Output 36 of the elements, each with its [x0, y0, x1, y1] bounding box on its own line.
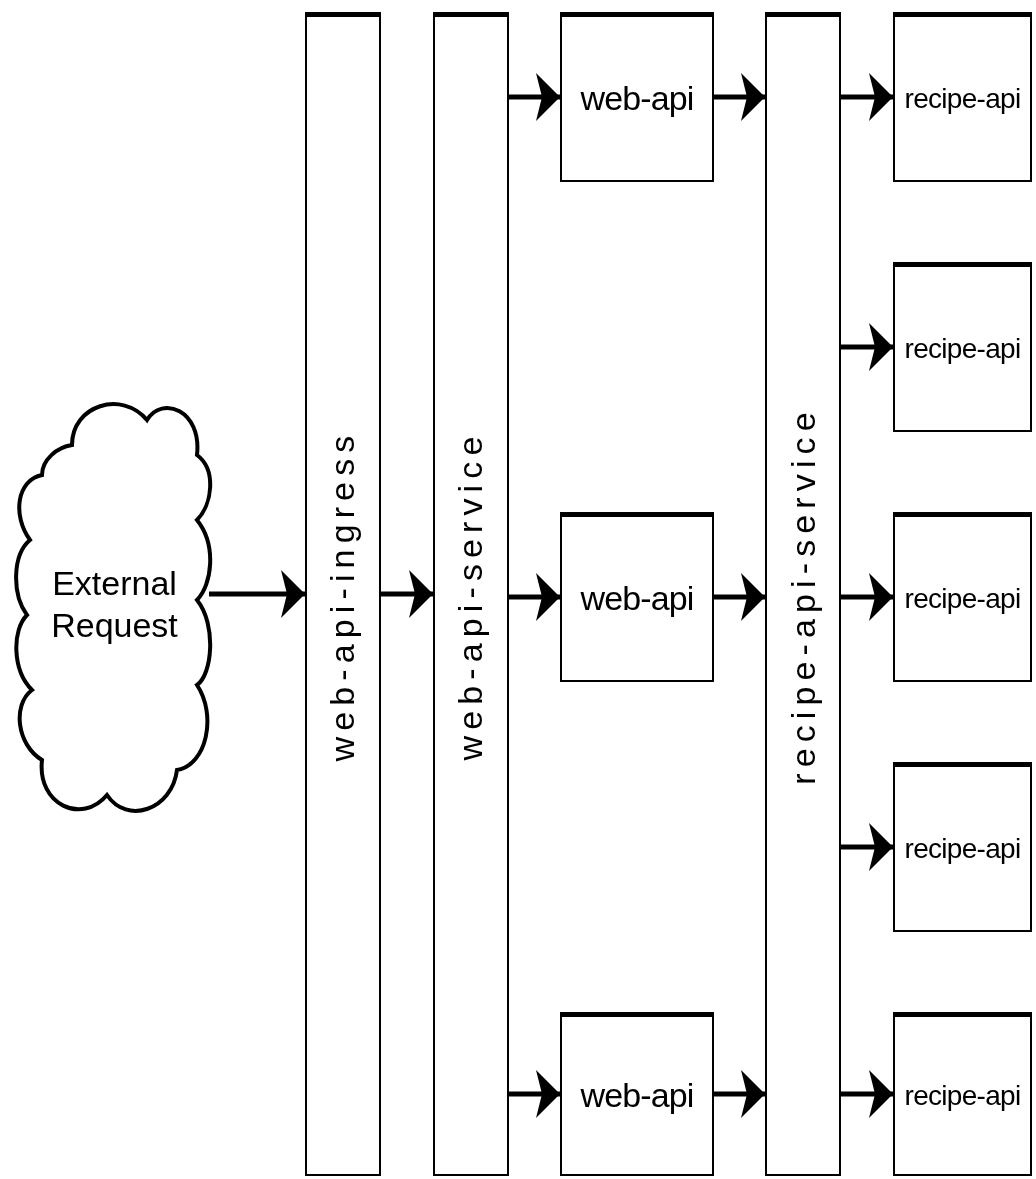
pod-box	[560, 12, 714, 182]
arrow	[841, 573, 893, 621]
node-label: web-api	[580, 1075, 694, 1116]
arrow	[841, 73, 893, 121]
node-label: recipe-api	[904, 831, 1021, 866]
node-label: web-api	[580, 78, 694, 119]
arrow	[841, 323, 893, 371]
node-label: recipe-api	[904, 1078, 1021, 1113]
node-label: web-api-service	[450, 430, 491, 761]
pod-box	[560, 512, 714, 682]
pod-box	[893, 1012, 1032, 1176]
service-bar	[305, 12, 381, 1176]
arrow	[509, 73, 560, 121]
node-label: recipe-api	[904, 331, 1021, 366]
pod-box	[560, 1012, 714, 1176]
arrow	[509, 1070, 560, 1118]
arrow	[509, 573, 560, 621]
node-label: External Request	[50, 562, 179, 646]
node-label: recipe-api-service	[782, 406, 823, 785]
arrow	[209, 570, 305, 618]
arrow	[841, 1070, 893, 1118]
service-bar	[765, 12, 841, 1176]
pod-box	[893, 762, 1032, 932]
arrow	[714, 573, 765, 621]
node-label: web-api	[580, 578, 694, 619]
arrow	[381, 570, 433, 618]
pod-box	[893, 262, 1032, 432]
node-label: recipe-api	[904, 81, 1021, 116]
pod-box	[893, 512, 1032, 682]
arrow	[714, 73, 765, 121]
pod-box	[893, 12, 1032, 182]
node-label: recipe-api	[904, 581, 1021, 616]
arrow	[714, 1070, 765, 1118]
service-bar	[433, 12, 509, 1176]
arrow	[841, 823, 893, 871]
node-label: web-api-ingress	[322, 429, 363, 762]
